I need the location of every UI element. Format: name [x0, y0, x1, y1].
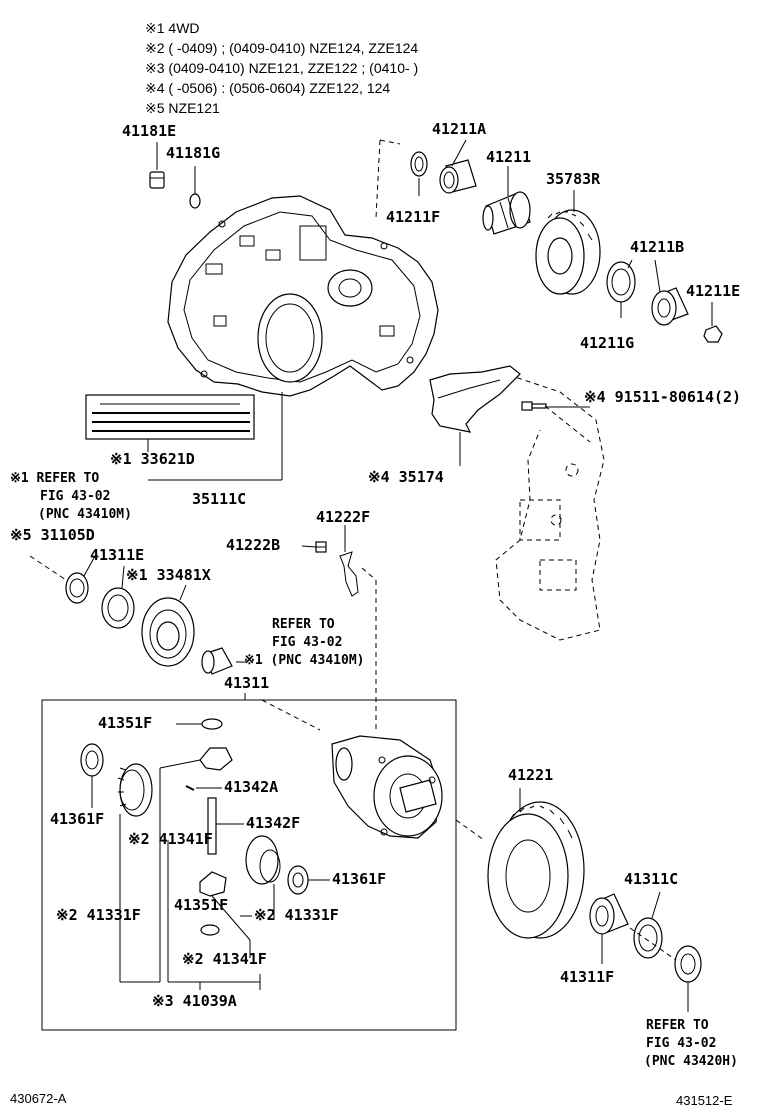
part-label-41311E[interactable]: 41311E — [90, 546, 145, 564]
differential-case-41311 — [331, 735, 443, 839]
part-label-35783R[interactable]: 35783R — [546, 170, 601, 188]
transmission-case-outline — [495, 371, 605, 641]
part-label-41341F-lower[interactable]: ※2 41341F — [182, 950, 267, 968]
plug-41181E — [149, 171, 165, 189]
note-2: ※2 ( -0409) ; (0409-0410) NZE124, ZZE124 — [145, 40, 419, 56]
part-label-41222F[interactable]: 41222F — [316, 508, 371, 526]
note-1: ※1 4WD — [145, 20, 200, 36]
part-label-41331F-right[interactable]: ※2 41331F — [254, 906, 339, 924]
refer-note-2-line-2: FIG 43-02 — [272, 635, 343, 650]
bearing-race-41311E — [101, 587, 135, 629]
refer-note-3-line-3: (PNC 43420H) — [644, 1054, 738, 1069]
bearing-race-right — [674, 945, 702, 983]
part-label-41211[interactable]: 41211 — [486, 148, 532, 166]
figure-code-left: 430672-A — [10, 1091, 67, 1106]
shield-35174 — [429, 365, 521, 433]
shaft-41342F — [207, 797, 217, 855]
part-label-41039A[interactable]: ※3 41039A — [152, 992, 237, 1010]
drive-pinion-41211 — [482, 191, 531, 235]
part-label-41211G[interactable]: 41211G — [580, 334, 635, 352]
thrust-washer-41361F-right — [287, 865, 309, 895]
refer-note-1-line-3: (PNC 43410M) — [38, 507, 132, 522]
part-label-41341F-upper[interactable]: ※2 41341F — [128, 830, 213, 848]
ring-gear-41221 — [487, 801, 585, 939]
side-gear-41331F-left — [117, 763, 153, 817]
oil-seal-41211G — [606, 261, 636, 303]
part-label-41181G[interactable]: 41181G — [166, 144, 221, 162]
part-label-41311C[interactable]: 41311C — [624, 870, 679, 888]
gear-35783R — [535, 209, 601, 295]
washer-41351F-bottom — [200, 924, 220, 936]
pinion-gear-41341F-top — [199, 747, 233, 771]
bearing-41311F — [589, 893, 629, 935]
part-label-35111C[interactable]: 35111C — [192, 490, 247, 508]
part-label-41361F-left[interactable]: 41361F — [50, 810, 105, 828]
side-gear-41331F-right — [245, 835, 281, 885]
bearing-41211A — [439, 159, 477, 194]
part-label-35174[interactable]: ※4 35174 — [368, 468, 444, 486]
thrust-washer-41361F-left — [80, 743, 104, 777]
gasket-41181G — [189, 193, 201, 209]
clip-41222F — [339, 551, 359, 597]
part-label-41351F-bottom[interactable]: 41351F — [174, 896, 229, 914]
shim-41311C — [633, 917, 663, 959]
leader-lines-right — [455, 788, 689, 1012]
leader-lines-top — [29, 139, 713, 730]
part-label-41331F-left[interactable]: ※2 41331F — [56, 906, 141, 924]
refer-note-3-line-1: REFER TO — [646, 1018, 709, 1033]
differential-box-leaders — [244, 693, 321, 731]
bearing-41211B — [651, 287, 689, 326]
part-label-41211F[interactable]: 41211F — [386, 208, 441, 226]
part-label-41221[interactable]: 41221 — [508, 766, 554, 784]
part-label-91511-80614[interactable]: ※4 91511-80614(2) — [584, 388, 742, 406]
bolt-91511-80614 — [521, 401, 547, 411]
refer-note-2-line-3: ※1 (PNC 43410M) — [244, 653, 365, 668]
part-label-41211A[interactable]: 41211A — [432, 120, 487, 138]
part-label-41211E[interactable]: 41211E — [686, 282, 741, 300]
nut-41211E — [703, 325, 723, 343]
part-label-41342A[interactable]: 41342A — [224, 778, 279, 796]
leader-lines-differential — [91, 723, 330, 990]
part-label-41181E[interactable]: 41181E — [122, 122, 177, 140]
figure-code-right: 431512-E — [676, 1093, 733, 1108]
washer-41351F-top — [201, 718, 223, 730]
note-5: ※5 NZE121 — [145, 100, 220, 116]
bearing-race-41211F — [410, 151, 428, 177]
part-label-41311[interactable]: 41311 — [224, 674, 270, 692]
part-label-33621D[interactable]: ※1 33621D — [110, 450, 195, 468]
part-label-41351F-top[interactable]: 41351F — [98, 714, 153, 732]
part-label-41342F[interactable]: 41342F — [246, 814, 301, 832]
part-label-41311F[interactable]: 41311F — [560, 968, 615, 986]
bearing-cone — [201, 647, 233, 675]
refer-note-3-line-2: FIG 43-02 — [646, 1036, 717, 1051]
note-3: ※3 (0409-0410) NZE121, ZZE122 ; (0410- ) — [145, 60, 419, 76]
pinion-gear-41341F-bottom — [199, 871, 227, 897]
part-label-41222B[interactable]: 41222B — [226, 536, 281, 554]
part-label-41211B[interactable]: 41211B — [630, 238, 685, 256]
part-label-41361F-right[interactable]: 41361F — [332, 870, 387, 888]
bolt-41222B — [315, 541, 327, 553]
transaxle-housing-35111C — [167, 195, 439, 397]
note-4: ※4 ( -0506) : (0506-0604) ZZE122, 124 — [145, 80, 391, 96]
refer-note-1-line-1: ※1 REFER TO — [10, 471, 100, 486]
caution-label-33621D — [85, 394, 255, 440]
part-label-33481X[interactable]: ※1 33481X — [126, 566, 211, 584]
pin-41342A — [185, 785, 195, 791]
oil-seal-31105D — [65, 572, 89, 604]
part-label-31105D[interactable]: ※5 31105D — [10, 526, 95, 544]
refer-note-1-line-2: FIG 43-02 — [40, 489, 111, 504]
bearing-33481X — [141, 597, 195, 667]
refer-note-2-line-1: REFER TO — [272, 617, 335, 632]
